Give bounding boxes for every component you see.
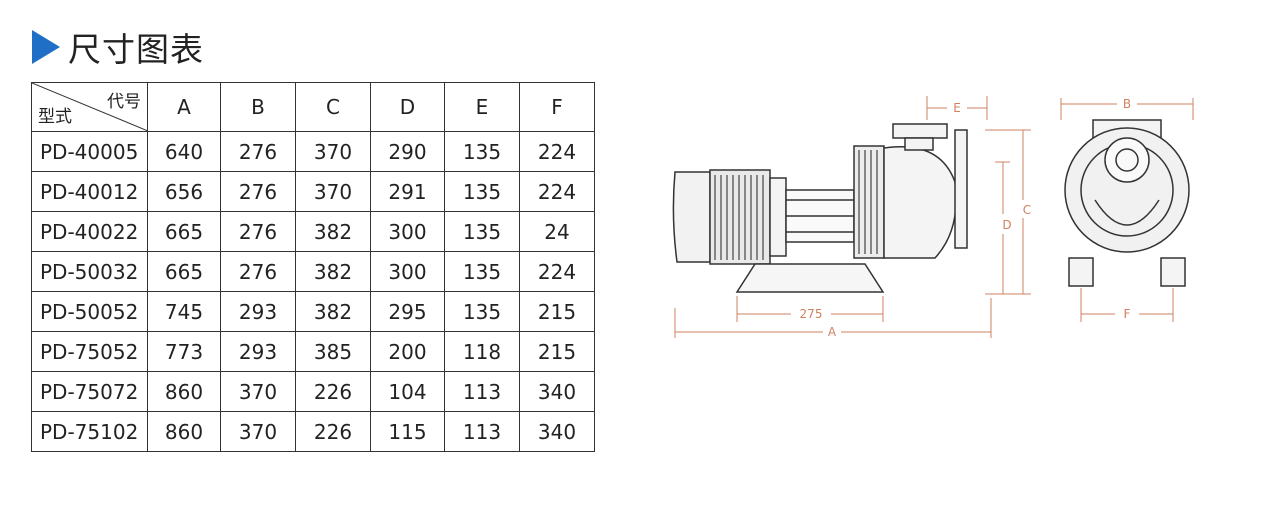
table-row: PD-50032 665 276 382 300 135 224 [31, 251, 595, 292]
dim-label-f: F [1124, 307, 1131, 321]
model-cell: PD-50052 [31, 291, 148, 332]
dimension-table: 代号 型式 A B C D E F PD-40005 640 276 370 2… [31, 82, 595, 452]
table-row: PD-40005 640 276 370 290 135 224 [31, 131, 595, 172]
value-cell-c: 382 [295, 291, 371, 332]
value-cell-b: 276 [220, 171, 296, 212]
column-header-f: F [519, 82, 595, 132]
table-row: PD-75052 773 293 385 200 118 215 [31, 331, 595, 372]
value-cell-a: 860 [147, 411, 221, 452]
table-header-row: 代号 型式 A B C D E F [31, 82, 595, 132]
value-cell-e: 113 [444, 411, 520, 452]
table-row: PD-40022 665 276 382 300 135 24 [31, 211, 595, 252]
table-row: PD-75102 860 370 226 115 113 340 [31, 411, 595, 452]
value-cell-d: 115 [370, 411, 445, 452]
value-cell-f: 24 [519, 211, 595, 252]
column-header-a: A [147, 82, 221, 132]
value-cell-d: 291 [370, 171, 445, 212]
dim-label-c: C [1023, 203, 1031, 217]
diagonal-divider [32, 83, 148, 131]
dimension-labels: E C D A 275 B F [800, 97, 1132, 339]
model-cell: PD-75052 [31, 331, 148, 372]
value-cell-a: 656 [147, 171, 221, 212]
value-cell-f: 224 [519, 131, 595, 172]
column-header-c: C [295, 82, 371, 132]
value-cell-b: 370 [220, 411, 296, 452]
table-row: PD-40012 656 276 370 291 135 224 [31, 171, 595, 212]
value-cell-f: 215 [519, 291, 595, 332]
value-cell-c: 382 [295, 251, 371, 292]
pump-front-view [1064, 119, 1190, 287]
dim-label-e: E [953, 101, 961, 115]
page-title: 尺寸图表 [68, 30, 204, 69]
value-cell-e: 113 [444, 371, 520, 412]
value-cell-c: 226 [295, 371, 371, 412]
value-cell-a: 860 [147, 371, 221, 412]
model-cell: PD-40022 [31, 211, 148, 252]
value-cell-e: 135 [444, 211, 520, 252]
table-row: PD-50052 745 293 382 295 135 215 [31, 291, 595, 332]
section-header: 尺寸图表 [32, 24, 204, 70]
pump-dimension-drawing: E C D A 275 B F [672, 96, 1194, 339]
value-cell-b: 293 [220, 291, 296, 332]
value-cell-e: 135 [444, 291, 520, 332]
value-cell-f: 340 [519, 371, 595, 412]
value-cell-b: 276 [220, 211, 296, 252]
model-cell: PD-75102 [31, 411, 148, 452]
value-cell-d: 104 [370, 371, 445, 412]
dim-label-a: A [828, 325, 837, 339]
value-cell-a: 640 [147, 131, 221, 172]
column-header-e: E [444, 82, 520, 132]
value-cell-d: 290 [370, 131, 445, 172]
column-header-d: D [370, 82, 445, 132]
value-cell-a: 745 [147, 291, 221, 332]
value-cell-f: 340 [519, 411, 595, 452]
value-cell-a: 665 [147, 211, 221, 252]
model-cell: PD-75072 [31, 371, 148, 412]
value-cell-b: 276 [220, 131, 296, 172]
model-cell: PD-50032 [31, 251, 148, 292]
value-cell-e: 118 [444, 331, 520, 372]
value-cell-a: 773 [147, 331, 221, 372]
value-cell-d: 200 [370, 331, 445, 372]
column-header-b: B [220, 82, 296, 132]
corner-header-cell: 代号 型式 [31, 82, 148, 132]
value-cell-c: 370 [295, 131, 371, 172]
code-label: 代号 [107, 92, 141, 112]
value-cell-b: 370 [220, 371, 296, 412]
value-cell-e: 135 [444, 251, 520, 292]
value-cell-c: 226 [295, 411, 371, 452]
type-label: 型式 [38, 107, 72, 127]
value-cell-c: 370 [295, 171, 371, 212]
dim-label-d: D [1002, 218, 1011, 232]
model-cell: PD-40005 [31, 131, 148, 172]
dim-label-base: 275 [800, 307, 823, 321]
table-row: PD-75072 860 370 226 104 113 340 [31, 371, 595, 412]
value-cell-e: 135 [444, 171, 520, 212]
value-cell-b: 293 [220, 331, 296, 372]
value-cell-f: 215 [519, 331, 595, 372]
value-cell-c: 385 [295, 331, 371, 372]
value-cell-c: 382 [295, 211, 371, 252]
model-cell: PD-40012 [31, 171, 148, 212]
value-cell-d: 295 [370, 291, 445, 332]
value-cell-d: 300 [370, 251, 445, 292]
value-cell-e: 135 [444, 131, 520, 172]
value-cell-d: 300 [370, 211, 445, 252]
triangle-arrow-icon [32, 30, 60, 64]
dim-label-b: B [1123, 97, 1131, 111]
value-cell-f: 224 [519, 171, 595, 212]
dimension-lines [674, 96, 1194, 338]
pump-side-view [672, 123, 968, 293]
value-cell-b: 276 [220, 251, 296, 292]
value-cell-a: 665 [147, 251, 221, 292]
value-cell-f: 224 [519, 251, 595, 292]
